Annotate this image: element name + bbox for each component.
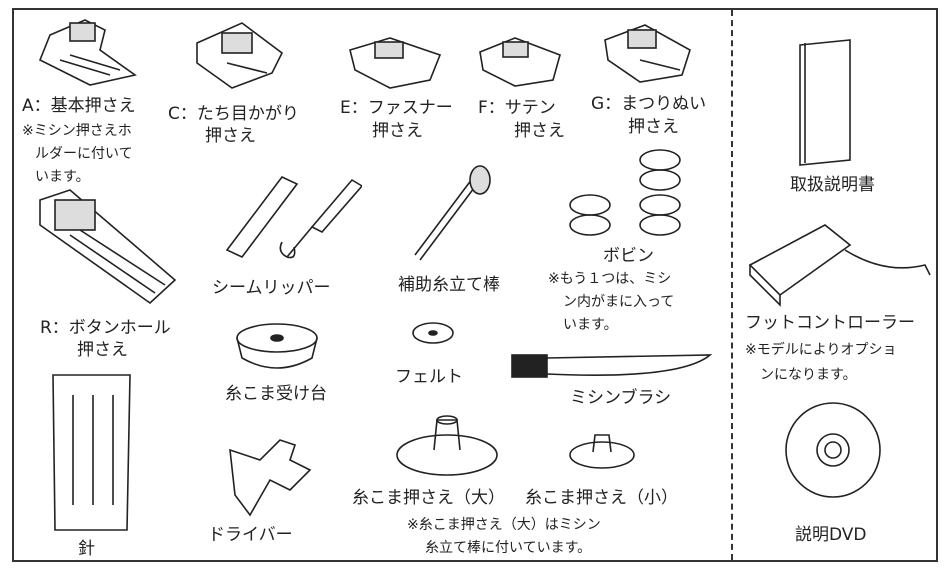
seam-ripper-label: シームリッパー [212,278,331,298]
manual-icon [799,39,851,166]
screwdriver-label: ドライバー [208,525,293,545]
foot-f-label-1: F：サテン [478,98,556,118]
brush-label: ミシンブラシ [570,388,672,408]
foot-g-label-1: G：まつりぬい [591,94,707,114]
presser-foot-c-icon [196,22,284,89]
foot-g-label-2: 押さえ [628,117,679,137]
foot-f-label-2: 押さえ [514,121,565,141]
bobbin-label: ボビン [603,246,654,266]
manual-label: 取扱説明書 [790,175,875,195]
needles-label: 針 [78,539,95,559]
bobbin-note-1: ※もう１つは、ミシ [548,271,672,287]
foot-c-label-1: C：たち目かがり [168,104,299,124]
foot-e-label-2: 押さえ [372,121,423,141]
spool-cap-large-label: 糸こま押さえ（大） [352,488,505,508]
foot-a-note-1: ※ミシン押さえホ [22,123,132,139]
bobbin-note-2: ン内がまに入って [563,294,675,310]
foot-a-label: A：基本押さえ [22,96,136,116]
presser-foot-f-icon [479,37,561,87]
presser-foot-a-icon [38,19,137,86]
section-divider [731,10,733,560]
screwdriver-icon [229,439,312,517]
felt-icon [412,322,454,344]
spool-stand-icon [236,323,318,369]
felt-label: フェルト [395,367,463,387]
foot-r-label-2: 押さえ [77,340,128,360]
foot-controller-icon [748,224,931,307]
foot-a-note-3: います。 [35,169,90,185]
foot-c-label-2: 押さえ [205,126,256,146]
bobbin-note-3: います。 [563,317,618,333]
dvd-label: 説明DVD [795,525,867,545]
bobbins-icon [569,149,681,236]
seam-ripper-icon [225,176,362,259]
presser-foot-g-icon [604,24,691,83]
brush-icon [511,354,713,378]
foot-a-note-2: ルダーに付いて [35,146,133,162]
foot-controller-note-2: ンになります。 [760,367,857,383]
spool-cap-small-label: 糸こま押さえ（小） [525,488,678,508]
spool-cap-large-icon [396,415,498,476]
presser-foot-r-icon [39,189,177,305]
accessories-frame [12,8,938,562]
spool-cap-small-icon [569,434,635,469]
foot-r-label-1: R：ボタンホール [40,318,171,338]
presser-foot-e-icon [349,37,442,89]
spool-cap-note-1: ※糸こま押さえ（大）はミシン [407,517,601,533]
needles-icon [52,374,131,531]
dvd-icon [785,402,881,498]
spool-cap-note-2: 糸立て棒に付いています。 [425,540,592,556]
foot-e-label-1: E：ファスナー [340,98,453,118]
foot-controller-note-1: ※モデルによりオプショ [745,342,897,358]
spool-pin-label: 補助糸立て棒 [398,275,500,295]
foot-controller-label: フットコントローラー [745,313,915,333]
spool-pin-icon [414,165,491,261]
spool-stand-label: 糸こま受け台 [225,384,327,404]
